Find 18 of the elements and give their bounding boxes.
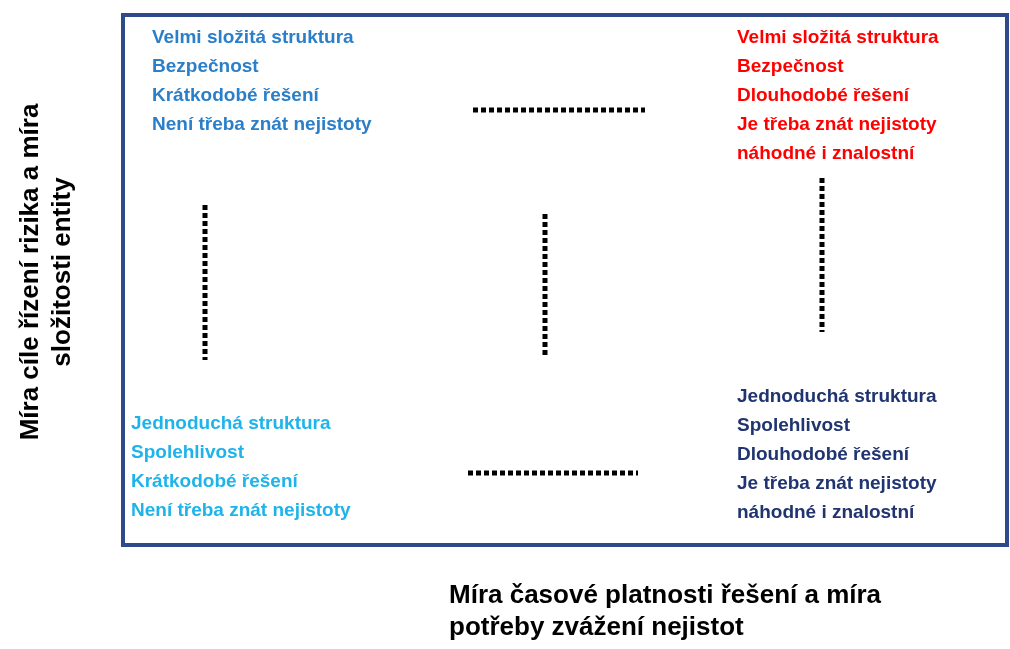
quadrant-text: Spolehlivost <box>737 413 850 437</box>
quadrant-text: Jednoduchá struktura <box>737 384 937 408</box>
quadrant-text: Krátkodobé řešení <box>152 83 319 107</box>
quadrant-text: Velmi složitá struktura <box>152 25 354 49</box>
quadrant-text: Dlouhodobé řešení <box>737 442 910 466</box>
quadrant-text: Bezpečnost <box>152 54 259 78</box>
quadrant-text: Není třeba znát nejistoty <box>152 112 373 136</box>
quadrant-text: Je třeba znát nejistoty náhodné i znalostní <box>737 112 938 165</box>
quadrant-text: Je třeba znát nejistoty náhodné i znalostní <box>737 471 938 524</box>
quadrant-text: Velmi složitá struktura <box>737 25 939 49</box>
quadrant-text: Není třeba znát nejistoty <box>131 498 352 522</box>
quadrant-text: Jednoduchá struktura <box>131 411 331 435</box>
quadrant-text: Bezpečnost <box>737 54 844 78</box>
quadrant-text: Krátkodobé řešení <box>131 469 298 493</box>
axis-title: Míra cíle řízení rizika a míra složitosti entity <box>13 102 77 443</box>
axis-title: Míra časové platnosti řešení a míra potřeby zvážení nejistot <box>449 578 883 642</box>
quadrant-text: Dlouhodobé řešení <box>737 83 910 107</box>
quadrant-text: Spolehlivost <box>131 440 244 464</box>
